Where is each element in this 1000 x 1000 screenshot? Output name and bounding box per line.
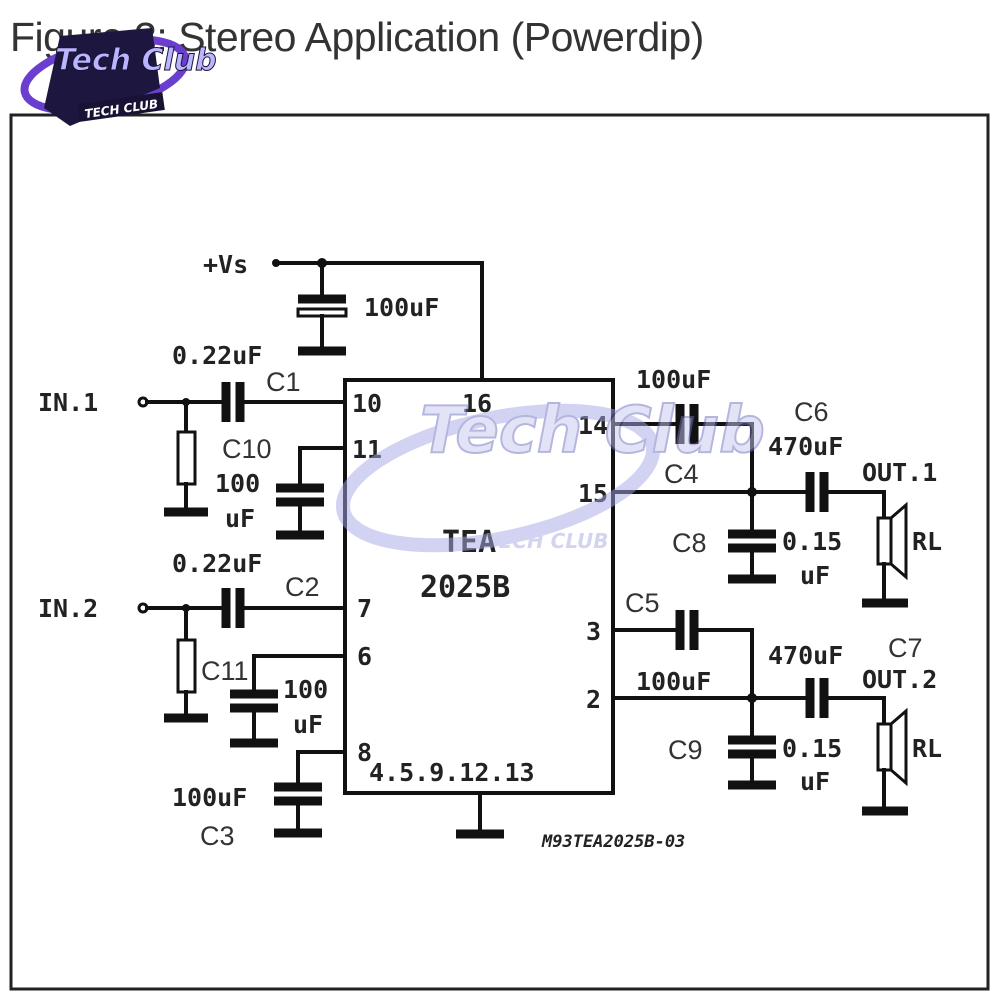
- ref-c10: C10: [222, 434, 272, 464]
- c11-value-unit: uF: [293, 710, 323, 739]
- watermark-text: Tech Club: [420, 394, 765, 468]
- c7-value: 470uF: [768, 641, 843, 670]
- out2-label: OUT.2: [862, 665, 937, 694]
- in1-label: IN.1: [38, 388, 98, 417]
- pin-ground-list: 4.5.9.12.13: [369, 758, 535, 787]
- ref-c3: C3: [200, 821, 235, 851]
- c1-value: 0.22uF: [172, 341, 262, 370]
- c3-value: 100uF: [172, 783, 247, 812]
- ref-c9: C9: [668, 735, 703, 765]
- supply-cap-value: 100uF: [364, 293, 439, 322]
- pin-8: 8: [357, 738, 372, 767]
- ref-c1: C1: [266, 367, 301, 397]
- ref-c2: C2: [285, 572, 320, 602]
- tech-club-logo: Tech Club TECH CLUB: [20, 28, 217, 126]
- c10-network: [276, 446, 347, 540]
- c10-value-unit: uF: [225, 504, 255, 533]
- input2-network: [137, 588, 347, 723]
- c4-value: 100uF: [636, 365, 711, 394]
- c11-value-number: 100: [283, 675, 328, 704]
- pin-10: 10: [352, 389, 382, 418]
- ref-c5: C5: [625, 588, 660, 618]
- diagram-frame: [9, 113, 990, 991]
- c2-value: 0.22uF: [172, 549, 262, 578]
- supply-rail: [272, 258, 484, 382]
- ref-c6: C6: [794, 397, 829, 427]
- c8-value-number: 0.15: [782, 527, 842, 556]
- c11-network: [230, 654, 347, 748]
- rl1-label: RL: [912, 527, 942, 556]
- supply-capacitor: [296, 294, 348, 356]
- supply-label: +Vs: [203, 250, 248, 279]
- c5-value: 100uF: [636, 667, 711, 696]
- rl2-label: RL: [912, 734, 942, 763]
- ref-c8: C8: [672, 528, 707, 558]
- pin-7: 7: [357, 594, 372, 623]
- ref-c4: C4: [664, 459, 699, 489]
- pin-2: 2: [586, 685, 601, 714]
- ic-name-line2: 2025B: [420, 570, 510, 605]
- c8-value-unit: uF: [800, 561, 830, 590]
- output2-network: [611, 610, 908, 816]
- c6-value: 470uF: [768, 432, 843, 461]
- pin-3: 3: [586, 617, 601, 646]
- c3-network: [274, 750, 347, 838]
- ref-c7: C7: [888, 633, 923, 663]
- input1-network: [137, 382, 347, 517]
- ic-ground: [456, 791, 504, 839]
- in2-label: IN.2: [38, 594, 98, 623]
- watermark-subtext: TECH CLUB: [485, 529, 609, 553]
- drawing-code: M93TEA2025B-03: [541, 832, 685, 852]
- c9-value-number: 0.15: [782, 734, 842, 763]
- ref-c11: C11: [201, 656, 249, 686]
- logo-text: Tech Club: [55, 43, 217, 78]
- c10-value-number: 100: [215, 469, 260, 498]
- c9-value-unit: uF: [800, 767, 830, 796]
- output1-network: [611, 404, 908, 608]
- watermark: Tech Club TECH CLUB: [335, 393, 766, 553]
- pin-6: 6: [357, 642, 372, 671]
- out1-label: OUT.1: [862, 458, 937, 487]
